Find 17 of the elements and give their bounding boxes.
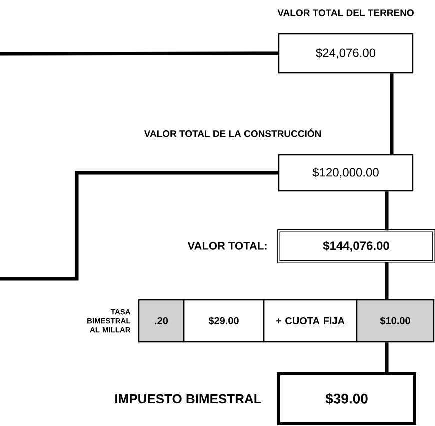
value-box: $24,076.00	[278, 33, 414, 74]
connector-line	[385, 262, 389, 300]
connector-line	[390, 74, 394, 154]
heading-text: IMPUESTO BIMESTRAL	[116, 394, 262, 404]
connector-line	[385, 192, 389, 231]
shaded-cell: $10.00	[356, 299, 435, 343]
heading-text: VALOR TOTAL DE LA CONSTRUCCIÓN	[144, 128, 322, 138]
shaded-cell: .20	[138, 299, 185, 343]
total-box: $144,076.00	[278, 230, 435, 264]
heading-text: VALOR TOTAL:	[188, 242, 267, 250]
value-box: $120,000.00	[278, 154, 414, 192]
result-box: $39.00	[278, 372, 416, 426]
table-cell: $29.00	[183, 299, 265, 343]
connector-line	[385, 342, 389, 372]
heading-text: VALOR TOTAL DEL TERRENO	[278, 10, 414, 16]
connector-line	[0, 171, 278, 281]
connector-line	[0, 52, 278, 56]
